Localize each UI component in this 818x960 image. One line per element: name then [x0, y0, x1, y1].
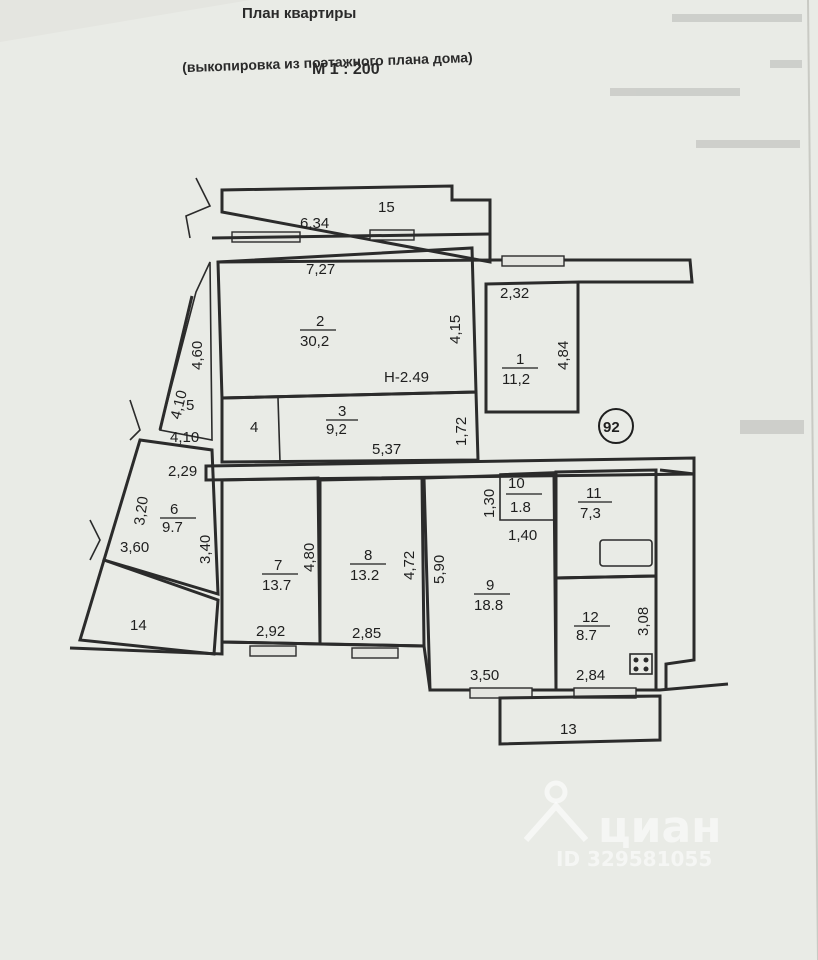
room-10-number: 10 [508, 475, 525, 492]
dim-3-20: 3,20 [131, 495, 152, 526]
dim-4-80: 4,80 [301, 543, 318, 572]
apartment-number-badge [598, 408, 634, 444]
room-9-number: 9 [486, 577, 494, 594]
ceiling-height-label: H-2.49 [384, 369, 429, 386]
cian-listing-id: ID 329581055 [556, 847, 712, 871]
room-14-number: 14 [130, 617, 147, 634]
dim-5-37: 5,37 [372, 441, 401, 458]
plan-title: План квартиры [242, 5, 356, 22]
dim-4-15: 4,15 [447, 315, 464, 344]
dim-1-30: 1,30 [481, 489, 498, 518]
dim-4-72: 4,72 [401, 551, 418, 580]
dim-4-84: 4,84 [555, 341, 572, 370]
room-9-area: 18.8 [474, 597, 503, 614]
room-1-number: 1 [516, 351, 524, 368]
room-2-area: 30,2 [300, 333, 329, 350]
dim-2-02: 4,10 [170, 429, 199, 446]
room-5-number: 5 [186, 397, 194, 414]
dim-2-92: 2,92 [256, 623, 285, 640]
room-12-area: 8.7 [576, 627, 597, 644]
dim-4-60: 4,60 [189, 341, 206, 370]
room-8-number: 8 [364, 547, 372, 564]
dim-3-40: 3,40 [197, 535, 214, 564]
dim-2-85: 2,85 [352, 625, 381, 642]
dim-6-34: 6,34 [300, 215, 329, 232]
dim-1-72: 1,72 [453, 417, 470, 446]
dim-3-50: 3,50 [470, 667, 499, 684]
cian-brand: циан [598, 802, 722, 853]
room-12-number: 12 [582, 609, 599, 626]
dim-2-29: 2,29 [168, 463, 197, 480]
dim-3-60: 3,60 [120, 539, 149, 556]
room-13-number: 13 [560, 721, 577, 738]
room-8-area: 13.2 [350, 567, 379, 584]
bleed-through-text [610, 14, 804, 434]
room-6-number: 6 [170, 501, 178, 518]
room-2-number: 2 [316, 313, 324, 330]
room-4-number: 4 [250, 419, 258, 436]
dim-5-90: 5,90 [431, 555, 448, 584]
floor-plan [69, 177, 729, 746]
room-10-area: 1.8 [510, 499, 531, 516]
room-7-number: 7 [274, 557, 282, 574]
cian-logo-icon [523, 780, 589, 842]
room-7-area: 13.7 [262, 577, 291, 594]
cian-watermark: циан ID 329581055 [523, 780, 722, 871]
plan-scale: М 1 : 200 [312, 61, 380, 78]
room-15-number: 15 [378, 199, 395, 216]
dim-3-08: 3,08 [635, 607, 652, 636]
room-3-number: 3 [338, 403, 346, 420]
apartment-number: 92 [603, 419, 620, 436]
dim-7-27: 7,27 [306, 261, 335, 278]
dim-2-84: 2,84 [576, 667, 605, 684]
dim-4-10: 4,10 [167, 389, 191, 421]
dim-2-32: 2,32 [500, 285, 529, 302]
dim-1-40: 1,40 [508, 527, 537, 544]
room-11-area: 7,3 [580, 505, 601, 522]
room-6-area: 9.7 [162, 519, 183, 536]
room-1-area: 11,2 [502, 371, 530, 388]
room-11-number: 11 [586, 485, 602, 502]
room-3-area: 9,2 [326, 421, 347, 438]
